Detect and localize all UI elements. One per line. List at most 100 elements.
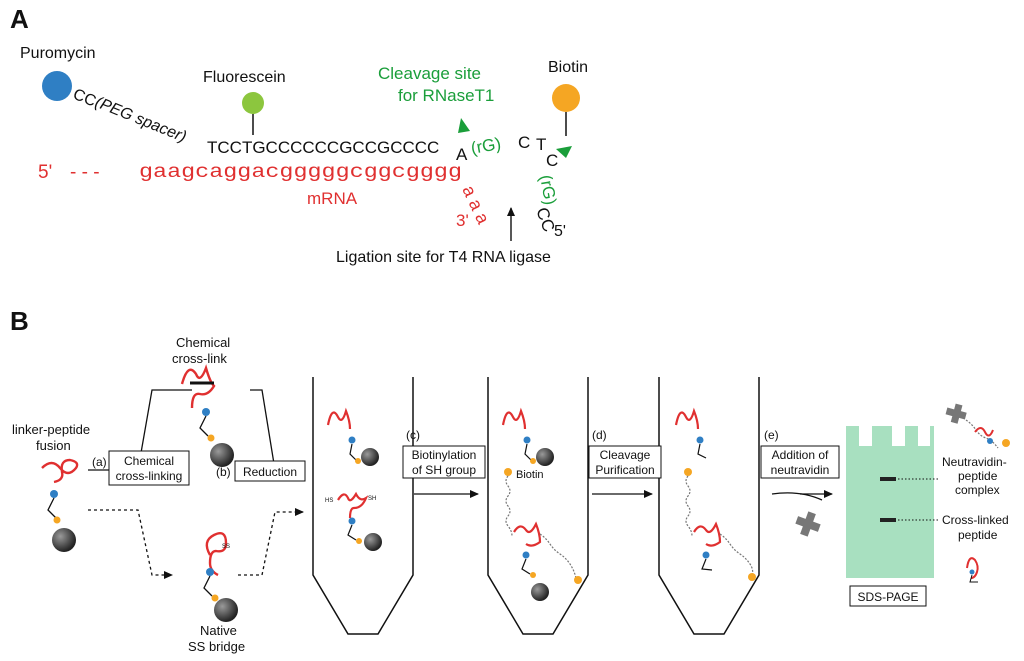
mrna-sequence: gaagcaggacgggggcggcgggg	[139, 161, 462, 183]
branch-down-arrow	[88, 509, 173, 579]
neutravidin-icon	[795, 511, 821, 537]
tube2-bead-top	[536, 448, 554, 466]
step-b-label: Reduction	[243, 465, 297, 479]
tube3-biotin-right	[748, 573, 756, 581]
complex-neutravidin-icon	[945, 403, 967, 424]
complex-spacer	[965, 419, 999, 449]
tube2-spacer-right	[539, 533, 577, 579]
tube1-linker-top	[349, 443, 357, 461]
dna-sequence: TCCTGCCCCCCGCCGCCCC	[207, 138, 439, 157]
native-bead	[214, 598, 238, 622]
native-label-1: Native	[200, 623, 237, 638]
sds-page-gel	[846, 426, 934, 578]
sds-page-label: SDS-PAGE	[857, 590, 918, 604]
small-peptide-icon	[966, 557, 979, 579]
step-e-tag: (e)	[764, 428, 779, 442]
tube2-peptide-top	[501, 407, 527, 430]
loop-c-2: C	[546, 151, 558, 170]
cleavage-line2: for RNaseT1	[398, 86, 494, 105]
loop-c-1: C	[518, 133, 530, 152]
panel-b: B linker-peptide fusion (a) Chemical cro…	[10, 306, 1010, 654]
mrna-label: mRNA	[307, 189, 358, 208]
band1-label-1: Neutravidin-	[942, 455, 1007, 469]
step-a-line1: Chemical	[124, 454, 174, 468]
small-peptide-linker	[969, 574, 978, 583]
step-c-box	[402, 445, 486, 479]
puromycin-dot	[42, 71, 72, 101]
tube1-dot-orange-bottom	[356, 538, 362, 544]
cleavage-arrow-1	[458, 118, 470, 133]
cleavage-arrow-2	[556, 146, 572, 158]
tube1-peptide-bottom	[337, 491, 369, 519]
tube3-linker-top	[697, 443, 707, 459]
biotin-dot	[552, 84, 580, 112]
merge-down-arrow	[238, 508, 304, 576]
native-peptide	[205, 532, 228, 577]
tube1-dot-orange-top	[355, 458, 361, 464]
tube1-bead-top	[361, 448, 379, 466]
chem-label-1: Chemical	[176, 335, 230, 350]
tube2-dot-blue-bottom	[522, 551, 530, 559]
step-b-box	[234, 460, 306, 482]
tube2-dot-orange-bottom	[530, 572, 536, 578]
tube2-bead-bottom	[531, 583, 549, 601]
tube1-hs: HS	[325, 498, 333, 504]
biotin-label: Biotin	[548, 59, 588, 76]
tube-3	[658, 377, 760, 635]
loop-rg-2: (rG)	[536, 173, 560, 206]
band2-label-2: peptide	[958, 528, 998, 542]
tube1-bead-bottom	[364, 533, 382, 551]
chem-biotin-dot	[207, 434, 215, 442]
complex-peptide	[974, 427, 994, 437]
tube2-peptide-bottom	[513, 521, 542, 547]
step-c-tag: (c)	[406, 428, 420, 442]
fusion-linker	[47, 497, 57, 519]
tube3-dot-blue-top	[696, 436, 704, 444]
chem-peptide	[180, 364, 216, 409]
step-d-line1: Cleavage	[600, 448, 651, 462]
tube2-biotin-label: Biotin	[516, 469, 544, 481]
ss-small-label: SS	[222, 544, 230, 550]
fluorescein-label: Fluorescein	[203, 69, 286, 86]
tube1-linker-bottom	[347, 524, 357, 541]
band2-label-1: Cross-linked	[942, 513, 1009, 527]
loop-t: T	[536, 135, 546, 154]
panel-a-label: A	[10, 4, 29, 34]
step-a-box	[108, 450, 190, 486]
chem-label-2: cross-link	[172, 351, 227, 366]
band1-label-2: peptide	[958, 469, 998, 483]
gel-band-complex	[880, 477, 896, 481]
panel-b-label: B	[10, 306, 29, 336]
dna-peg-spacer: (PEG spacer)	[93, 94, 189, 146]
tube2-spacer-left	[505, 475, 513, 537]
step-e-line1: Addition of	[772, 448, 829, 462]
mrna-5prime: 5'	[38, 162, 52, 183]
mrna-dashes: - - -	[70, 162, 100, 183]
tube3-biotin-left	[684, 468, 692, 476]
tube2-dot-blue-top	[523, 436, 531, 444]
native-puromycin-dot	[206, 568, 214, 576]
step-d-box	[588, 445, 662, 479]
fluorescein-dot	[242, 92, 264, 114]
fusion-bead	[52, 528, 76, 552]
tube1-dot-blue-top	[348, 436, 356, 444]
step-d-tag: (d)	[592, 428, 607, 442]
tube1-sh: SH	[368, 496, 376, 502]
step-e-line2: neutravidin	[771, 463, 830, 477]
complex-dot-blue	[987, 438, 993, 444]
step-e-arrow-line	[771, 492, 823, 501]
tube1-dot-blue-bottom	[348, 517, 356, 525]
native-linker	[203, 575, 213, 597]
tube3-peptide-bottom	[693, 521, 722, 547]
step-a-tag: (a)	[92, 455, 107, 469]
loop-rg-1: (rG)	[469, 134, 502, 158]
tube2-linker-top	[524, 443, 532, 461]
step-c-line1: Biotinylation	[412, 448, 477, 462]
fusion-peptide	[41, 458, 79, 484]
gel-band-crosslinked	[880, 518, 896, 522]
step-a-line2: cross-linking	[116, 469, 183, 483]
step-e-box	[760, 445, 840, 479]
fusion-label-1: linker-peptide	[12, 422, 90, 437]
complex-dot-orange	[1002, 439, 1010, 447]
